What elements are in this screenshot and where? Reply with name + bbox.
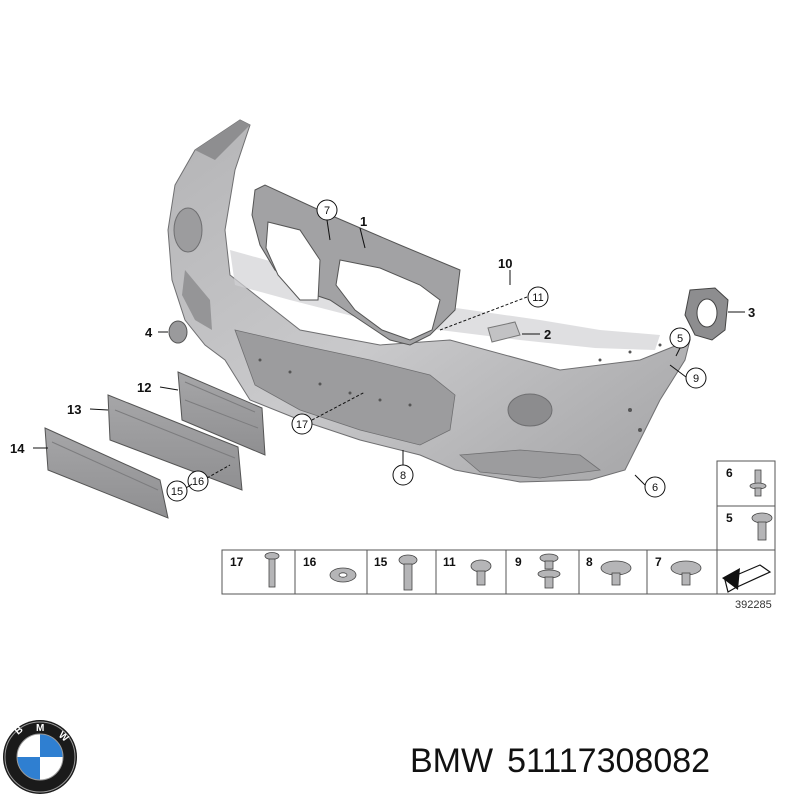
callout-label: 15 (171, 486, 183, 498)
callout-11: 11 (439, 286, 549, 331)
legend-label-16: 16 (303, 555, 317, 569)
fastener-5-screw (751, 512, 773, 541)
part-caption: BMW 51117308082 (410, 742, 790, 781)
legend-label-8: 8 (586, 555, 593, 569)
legend-label-7: 7 (655, 555, 662, 569)
license-plate-holder-14 (44, 427, 169, 519)
fastener-9-clip (537, 553, 561, 589)
part-number: 51117308082 (507, 742, 711, 780)
callout-3: 3 (728, 305, 755, 320)
callout-label: 6 (652, 482, 658, 494)
callout-4: 4 (145, 325, 168, 340)
callout-5: 5 (669, 327, 691, 357)
callout-label: 12 (137, 380, 151, 395)
callout-label: 3 (748, 305, 755, 320)
callout-label: 1 (360, 214, 367, 229)
legend-label-15: 15 (374, 555, 388, 569)
fastener-legend: 6 5 17 16 15 11 9 8 7 (221, 460, 776, 611)
callout-8: 8 (392, 450, 414, 486)
callout-label: 10 (498, 256, 512, 271)
fastener-17-bolt (264, 552, 280, 588)
reference-number: 392285 (735, 599, 772, 611)
legend-label-5: 5 (726, 511, 733, 525)
fastener-15-screw (398, 554, 418, 591)
legend-label-6: 6 (726, 466, 733, 480)
callout-13: 13 (67, 402, 109, 417)
tow-hook-cap (487, 321, 521, 343)
callout-label: 13 (67, 402, 81, 417)
callout-label: 11 (532, 292, 543, 304)
fastener-11-screw (470, 559, 492, 586)
callout-7: 7 (316, 199, 338, 241)
callout-label: 16 (192, 476, 204, 488)
bmw-logo: B M W (3, 720, 77, 794)
callout-1: 1 (359, 214, 367, 249)
callout-6: 6 (634, 474, 666, 498)
callout-17: 17 (291, 391, 366, 435)
legend-label-9: 9 (515, 555, 522, 569)
callout-label: 7 (324, 205, 330, 217)
callout-label: 2 (544, 327, 551, 342)
bumper-cover (167, 119, 691, 483)
callout-label: 8 (400, 470, 406, 482)
callout-16: 16 (187, 464, 231, 492)
callout-label: 4 (145, 325, 153, 340)
fastener-7-nut (670, 560, 702, 586)
grille-frame (251, 184, 461, 346)
fastener-16-washer (329, 567, 357, 583)
callout-12: 12 (137, 380, 179, 395)
license-plate-bracket-13 (107, 394, 243, 491)
fastener-6-clip (749, 469, 767, 497)
callout-10: 10 (498, 256, 512, 285)
legend-label-17: 17 (230, 555, 244, 569)
legend-label-11: 11 (443, 555, 456, 569)
fastener-8-nut (600, 560, 632, 586)
callout-14: 14 (10, 441, 48, 456)
callout-9: 9 (669, 364, 707, 389)
callout-label: 5 (677, 333, 683, 345)
fog-light-bracket (684, 287, 729, 341)
brand-name: BMW (410, 742, 494, 780)
license-plate-base-12 (177, 371, 266, 456)
callout-label: 14 (10, 441, 25, 456)
callout-label: 17 (296, 419, 308, 431)
callout-label: 9 (693, 373, 699, 385)
callout-2: 2 (522, 327, 551, 342)
callout-15: 15 (166, 480, 193, 502)
svg-text:M: M (36, 723, 44, 734)
side-cap (168, 320, 188, 344)
direction-arrow-icon (722, 564, 772, 593)
